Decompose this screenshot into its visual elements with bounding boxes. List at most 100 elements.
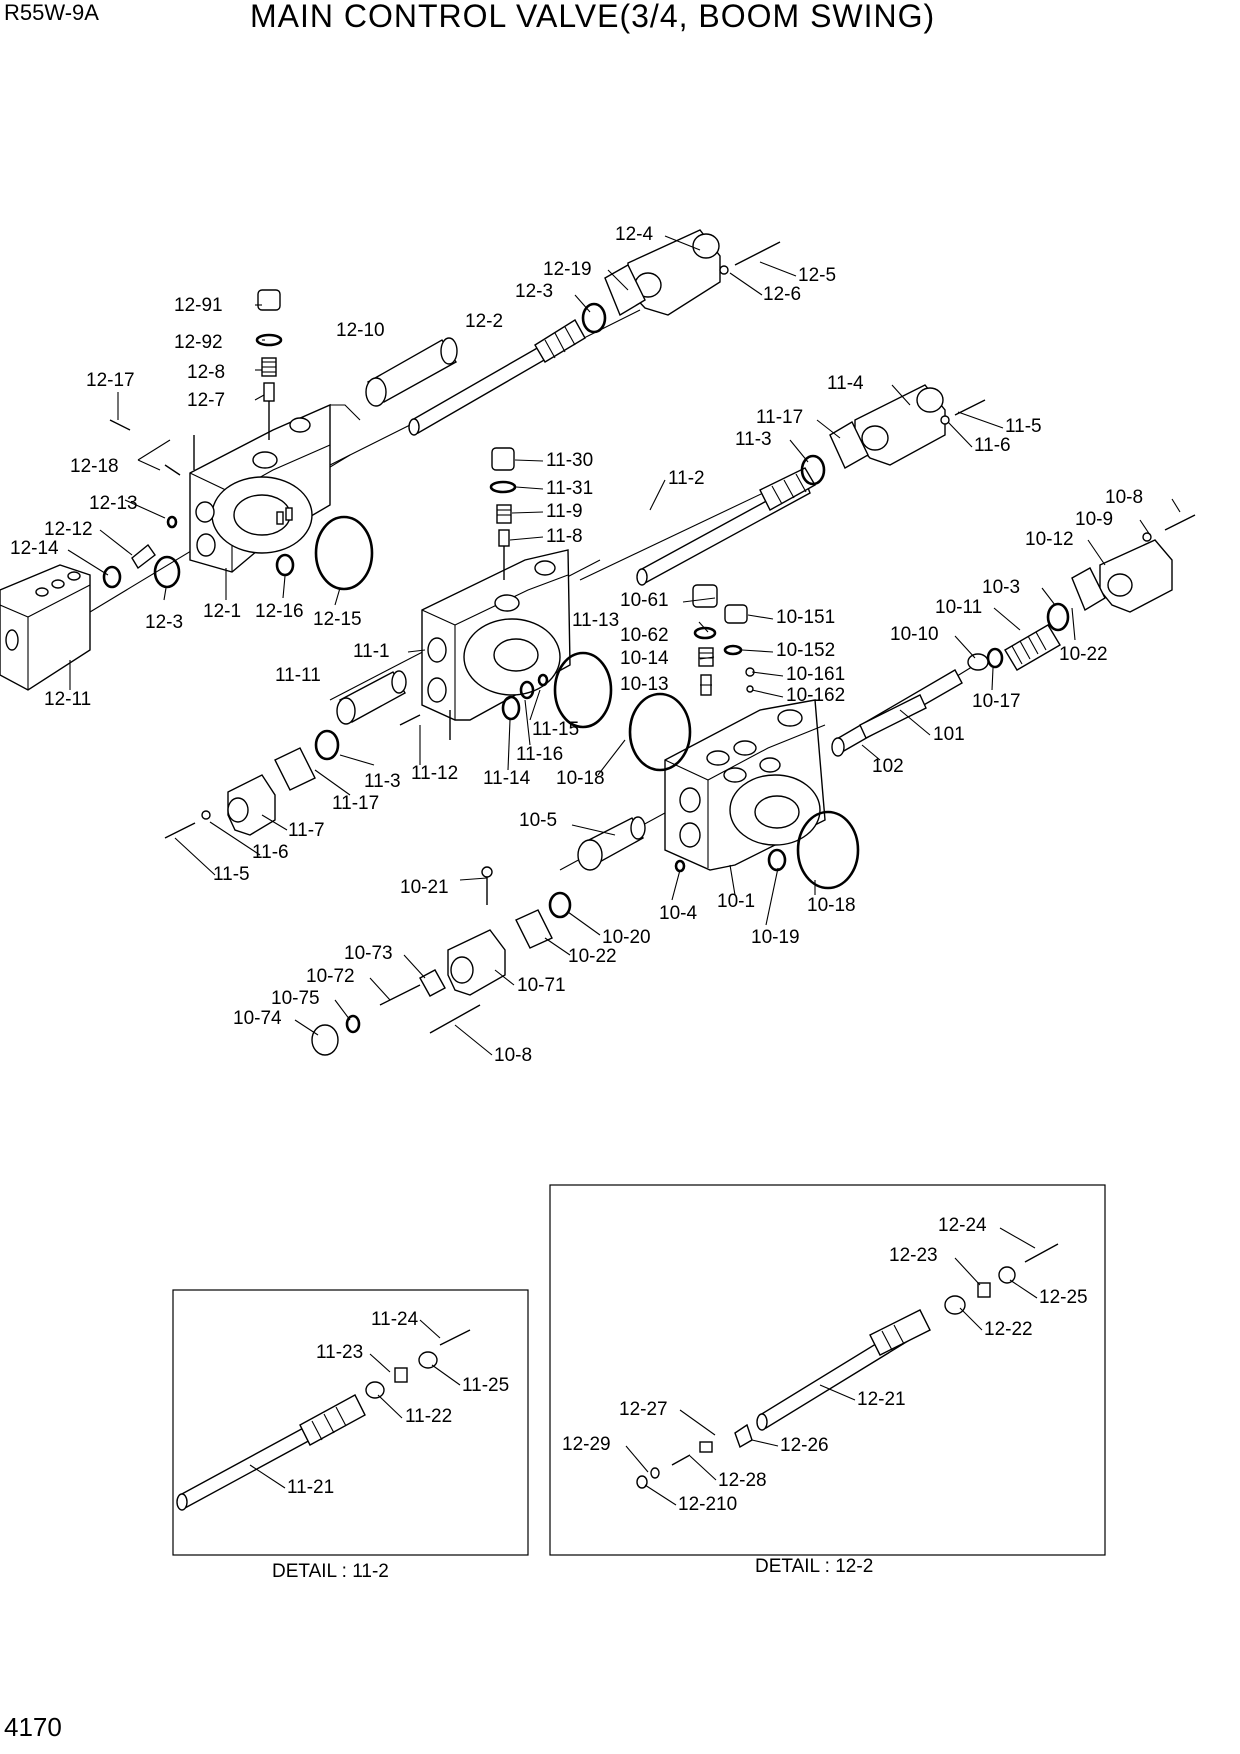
callout-label: 12-17	[86, 370, 135, 391]
callout-label: 11-9	[546, 501, 583, 522]
leader-line	[163, 587, 167, 601]
leader-line	[571, 824, 616, 836]
callout-label: 10-21	[400, 877, 449, 898]
leader-line	[899, 709, 931, 736]
callout-label: 11-17	[756, 407, 803, 428]
leader-line	[377, 1394, 403, 1419]
callout-label: 12-19	[543, 259, 592, 280]
callout-labels: 12-4 12-19 12-5 12-3 12-6 12-91 12-10 12…	[10, 224, 1143, 1515]
callout-label: 12-12	[44, 519, 93, 540]
callout-label: 12-26	[780, 1435, 829, 1456]
callout-label: 10-11	[935, 597, 982, 618]
leader-line	[819, 1384, 856, 1401]
page-number: 4170	[4, 1712, 62, 1742]
callout-label: 10-62	[620, 625, 669, 646]
callout-label: 12-6	[763, 284, 801, 305]
callout-label: 12-10	[336, 320, 385, 341]
callout-label: 12-8	[187, 362, 225, 383]
callout-label: 11-11	[275, 665, 321, 686]
callout-label: 11-30	[546, 450, 593, 471]
leader-line	[993, 607, 1021, 631]
leader-line	[515, 486, 544, 490]
detail-caption-12-2: DETAIL : 12-2	[755, 1556, 873, 1577]
callout-label: 10-161	[786, 664, 845, 685]
poppet-12-12	[131, 543, 156, 570]
leader-line	[1139, 519, 1151, 536]
callout-label: 10-151	[776, 607, 835, 628]
callout-label: 12-28	[718, 1470, 767, 1491]
leader-line	[954, 635, 976, 659]
callout-label: 10-10	[890, 624, 939, 645]
callout-label: 11-21	[287, 1477, 334, 1498]
callout-label: 10-22	[568, 946, 617, 967]
callout-label: 12-92	[174, 332, 223, 353]
cover-10-12	[1099, 539, 1173, 613]
callout-label: 12-27	[619, 1399, 668, 1420]
callout-label: 10-4	[659, 903, 697, 924]
callout-label: 11-3	[735, 429, 772, 450]
detail-box-12-2	[549, 1184, 1106, 1556]
leader-line	[625, 1445, 649, 1473]
callout-label: 12-1	[203, 601, 241, 622]
callout-label: 12-5	[798, 265, 836, 286]
leader-line	[99, 529, 133, 556]
callout-label: 11-23	[316, 1342, 363, 1363]
callout-label: 10-8	[494, 1045, 532, 1066]
callout-label: 12-29	[562, 1434, 611, 1455]
relief-plug-12-10	[365, 337, 458, 407]
callout-label: 10-5	[519, 810, 557, 831]
leader-line	[947, 421, 973, 448]
leader-line	[339, 754, 375, 766]
callout-label: 11-5	[213, 864, 250, 885]
leader-line	[254, 394, 265, 401]
leader-line	[698, 621, 709, 633]
leader-line	[607, 269, 629, 291]
leader-line	[567, 911, 601, 936]
callout-label: 10-8	[1105, 487, 1143, 508]
leader-line	[67, 549, 109, 576]
callout-label: 10-18	[556, 768, 605, 789]
callout-label: 11-12	[411, 763, 458, 784]
leader-line	[249, 1464, 286, 1489]
end-block-12-11	[0, 564, 91, 691]
callout-label: 12-11	[44, 689, 91, 710]
callout-label: 10-17	[972, 691, 1021, 712]
callout-label: 10-1	[717, 891, 755, 912]
callout-label: 12-25	[1039, 1287, 1088, 1308]
callout-label: 10-3	[982, 577, 1020, 598]
leader-line	[689, 1455, 717, 1481]
leader-line	[334, 587, 341, 606]
section-11-parts	[164, 384, 986, 839]
callout-label: 11-6	[252, 842, 289, 863]
callout-label: 11-3	[364, 771, 401, 792]
detail-caption-11-2: DETAIL : 11-2	[272, 1561, 389, 1582]
callout-label: 12-16	[255, 601, 304, 622]
callout-label: 10-22	[1059, 644, 1108, 665]
callout-label: 12-15	[313, 609, 362, 630]
leader-line	[699, 656, 715, 660]
leader-line	[671, 869, 681, 901]
callout-label: 11-6	[974, 435, 1011, 456]
leader-line	[1009, 1279, 1038, 1299]
callout-label: 11-5	[1005, 416, 1042, 437]
detail-box-11-2	[172, 1289, 529, 1556]
leader-line	[209, 821, 261, 856]
leader-line	[999, 1227, 1036, 1249]
callout-label: 12-7	[187, 390, 225, 411]
callout-label: 12-4	[615, 224, 653, 245]
leader-line	[459, 877, 488, 881]
callout-label: 10-74	[233, 1008, 282, 1029]
callout-label: 10-12	[1025, 529, 1074, 550]
callout-leader-lines	[67, 235, 1181, 1506]
leader-line	[529, 689, 541, 721]
leader-line	[664, 235, 701, 251]
leader-line	[137, 459, 161, 471]
section-12-parts	[0, 229, 781, 691]
callout-label: 10-61	[620, 590, 669, 611]
spool-12-2	[408, 319, 586, 436]
callout-label: 10-14	[620, 648, 669, 669]
spring-10-11	[1004, 624, 1061, 671]
leader-line	[524, 699, 531, 746]
callout-label: 10-18	[807, 895, 856, 916]
